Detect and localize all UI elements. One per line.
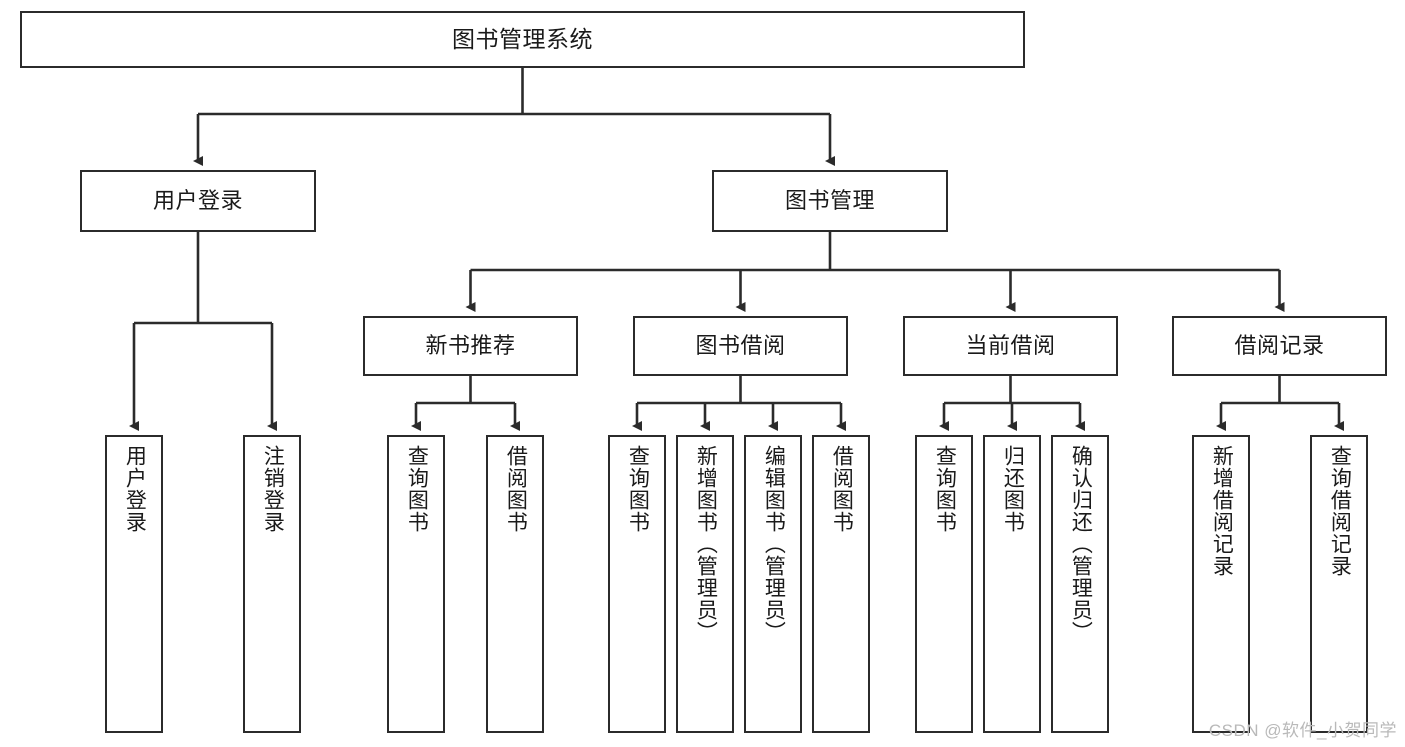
node-leaf-borrow-book-2[interactable]: 借阅图书 (812, 435, 870, 733)
node-label: 归还图书 (1001, 445, 1025, 533)
node-label: 用户登录 (152, 188, 243, 214)
node-leaf-user-login[interactable]: 用户登录 (105, 435, 163, 733)
node-label: 查询图书 (626, 445, 650, 533)
node-leaf-query-book-1[interactable]: 查询图书 (387, 435, 445, 733)
node-label: 新增借阅记录 (1210, 445, 1234, 577)
node-label: 编辑图书（管理员） (762, 445, 786, 643)
node-label: 新增图书（管理员） (694, 445, 718, 643)
node-user-login[interactable]: 用户登录 (80, 170, 316, 232)
node-label: 查询图书 (405, 445, 429, 533)
node-label: 图书管理 (784, 188, 875, 214)
node-label: 借阅记录 (1234, 333, 1325, 359)
node-label: 当前借阅 (965, 333, 1056, 359)
node-label: 注销登录 (261, 445, 285, 533)
node-leaf-add-record[interactable]: 新增借阅记录 (1192, 435, 1250, 733)
node-root-system[interactable]: 图书管理系统 (20, 11, 1025, 68)
node-label: 确认归还（管理员） (1069, 445, 1093, 643)
node-borrow-records[interactable]: 借阅记录 (1172, 316, 1387, 376)
node-new-book-recommend[interactable]: 新书推荐 (363, 316, 578, 376)
node-label: 新书推荐 (425, 333, 516, 359)
node-label: 借阅图书 (504, 445, 528, 533)
node-label: 查询图书 (933, 445, 957, 533)
node-current-borrow[interactable]: 当前借阅 (903, 316, 1118, 376)
node-leaf-edit-book[interactable]: 编辑图书（管理员） (744, 435, 802, 733)
node-label: 图书借阅 (695, 333, 786, 359)
node-label: 用户登录 (123, 445, 147, 533)
node-leaf-query-record[interactable]: 查询借阅记录 (1310, 435, 1368, 733)
node-label: 图书管理系统 (452, 25, 593, 52)
node-leaf-confirm-return[interactable]: 确认归还（管理员） (1051, 435, 1109, 733)
connector-group (129, 68, 1344, 431)
node-label: 查询借阅记录 (1328, 445, 1352, 577)
node-label: 借阅图书 (830, 445, 854, 533)
node-leaf-add-book[interactable]: 新增图书（管理员） (676, 435, 734, 733)
node-leaf-query-book-3[interactable]: 查询图书 (915, 435, 973, 733)
node-leaf-logout[interactable]: 注销登录 (243, 435, 301, 733)
node-leaf-query-book-2[interactable]: 查询图书 (608, 435, 666, 733)
node-book-borrow[interactable]: 图书借阅 (633, 316, 848, 376)
node-leaf-return-book[interactable]: 归还图书 (983, 435, 1041, 733)
node-book-management[interactable]: 图书管理 (712, 170, 948, 232)
node-leaf-borrow-book-1[interactable]: 借阅图书 (486, 435, 544, 733)
